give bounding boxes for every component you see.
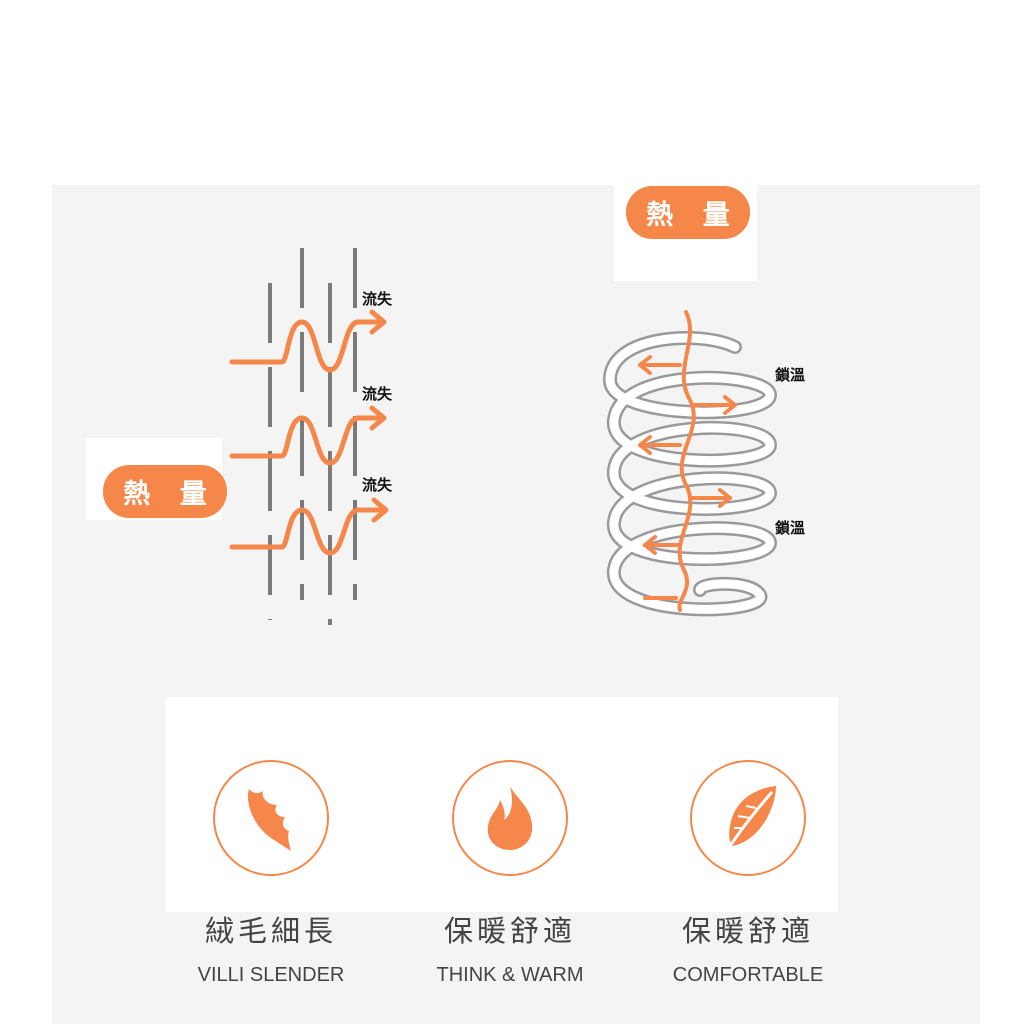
fiber-lines bbox=[268, 248, 357, 625]
lock-warmth-label-2: 鎖溫 bbox=[775, 519, 806, 537]
lock-warmth-label-1: 鎖溫 bbox=[775, 366, 806, 384]
arrowhead-2 bbox=[369, 405, 387, 431]
feature-title-zh: 絨毛細長 bbox=[204, 914, 337, 948]
loss-label-3: 流失 bbox=[362, 476, 393, 494]
heat-flow-arrow-1 bbox=[229, 319, 383, 373]
flame-icon bbox=[487, 786, 533, 850]
feature-icon-circle bbox=[213, 760, 329, 876]
trapped-heat-path bbox=[677, 310, 696, 612]
feature-title-en: THINK & WARM bbox=[436, 964, 584, 986]
heat-flow-arrow-2 bbox=[229, 415, 383, 466]
heat-label-right: 熱 量 bbox=[626, 186, 750, 239]
feature-villi-slender: 絨毛細長 VILLI SLENDER bbox=[151, 760, 391, 987]
heat-flow-arrow-3 bbox=[229, 507, 385, 556]
loss-label-1: 流失 bbox=[362, 290, 393, 308]
heat-label-left: 熱 量 bbox=[103, 465, 227, 518]
feature-title-zh: 保暖舒適 bbox=[443, 914, 576, 948]
leaf-feather-icon bbox=[724, 786, 776, 853]
spiral-coil-inner bbox=[605, 333, 775, 614]
loss-label-2: 流失 bbox=[362, 385, 393, 403]
feature-title-en: COMFORTABLE bbox=[672, 964, 824, 986]
arrowhead-3 bbox=[371, 497, 389, 523]
feature-comfortable: 保暖舒適 COMFORTABLE bbox=[628, 760, 868, 987]
arrowhead-1 bbox=[369, 309, 387, 335]
feature-title-zh: 保暖舒適 bbox=[681, 914, 814, 948]
heat-flow-arrows bbox=[229, 309, 389, 556]
feather-quill-icon bbox=[247, 789, 291, 851]
feature-icon-circle bbox=[690, 760, 806, 876]
feature-icon-circle bbox=[452, 760, 568, 876]
feature-think-warm: 保暖舒適 THINK & WARM bbox=[390, 760, 630, 987]
trapped-heat-arrows bbox=[638, 310, 737, 612]
feature-title-en: VILLI SLENDER bbox=[197, 964, 345, 986]
